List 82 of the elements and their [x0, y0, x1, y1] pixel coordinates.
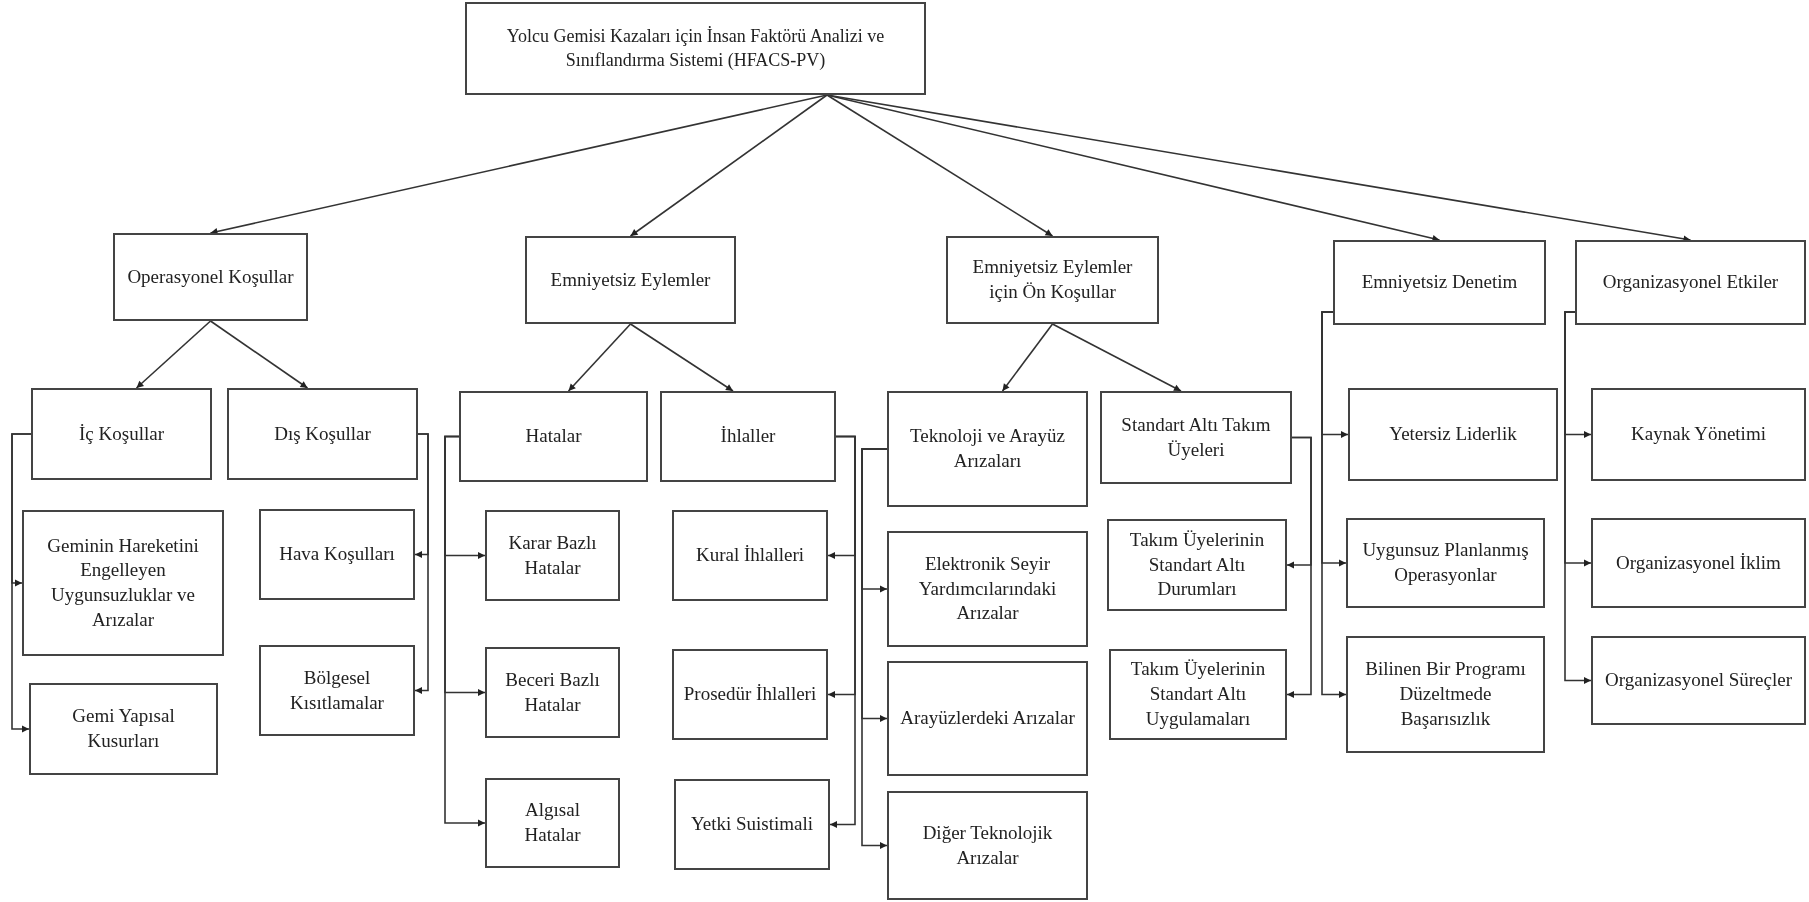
category-box — [1348, 388, 1558, 481]
box-label: Kaynak Yönetimi — [1631, 422, 1766, 447]
box-label: Karar Bazlı Hatalar — [507, 530, 598, 580]
box-label: Uygunsuz Planlanmış Operasyonlar — [1361, 538, 1530, 587]
category-box — [459, 391, 648, 482]
box-label: Organizasyonel Süreçler — [1605, 668, 1792, 693]
box-label: Algısal Hatalar — [523, 798, 582, 847]
category-box — [1591, 518, 1806, 608]
box-label: Hava Koşulları — [279, 542, 395, 567]
arrow — [861, 448, 888, 849]
category-box — [887, 791, 1088, 900]
box-label: İhlaller — [720, 424, 776, 449]
box-label: Yetki Suistimali — [690, 812, 814, 837]
category-box — [1346, 518, 1545, 608]
box-label: Elektronik Seyir Yardımcılarındaki Arızalar — [917, 551, 1058, 626]
box-label: Gemi Yapısal Kusurları — [71, 704, 176, 753]
category-box — [887, 531, 1088, 647]
box-label: Takım Üyelerinin Standart Altı Uygulamaları — [1129, 657, 1267, 731]
category-box — [227, 388, 418, 480]
category-box — [1591, 388, 1806, 481]
category-box — [485, 510, 620, 601]
box-label: Arayüzlerdeki Arızalar — [900, 706, 1075, 731]
box-label: Emniyetsiz Eylemler için Ön Koşullar — [971, 255, 1134, 304]
category-box — [525, 236, 736, 324]
box-label: Bilinen Bir Programı Düzeltmede Başarısızlık — [1364, 657, 1527, 731]
box-label: Teknoloji ve Arayüz Arızaları — [909, 424, 1066, 473]
arrow — [1001, 323, 1054, 392]
arrow — [11, 433, 32, 733]
category-box — [1107, 519, 1287, 611]
box-label: Operasyonel Koşullar — [127, 264, 294, 289]
category-box — [31, 388, 212, 480]
box-label: Beceri Bazlı Hatalar — [504, 667, 601, 717]
category-box — [1109, 649, 1287, 740]
category-box — [485, 778, 620, 868]
arrow — [1051, 323, 1182, 392]
box-label: Standart Altı Takım Üyeleri — [1120, 412, 1272, 462]
box-label: Emniyetsiz Denetim — [1361, 270, 1518, 295]
category-box — [1591, 636, 1806, 725]
category-box — [29, 683, 218, 775]
category-box — [887, 661, 1088, 776]
category-box — [660, 391, 836, 482]
category-box — [1100, 391, 1292, 484]
arrow — [135, 320, 212, 389]
box-label: Dış Koşullar — [274, 421, 371, 446]
box-label: Yetersiz Liderlik — [1389, 422, 1517, 447]
box-label: Diğer Teknolojik Arızalar — [921, 820, 1054, 870]
category-box — [946, 236, 1159, 324]
category-box — [1346, 636, 1545, 753]
box-label: Yolcu Gemisi Kazaları için İnsan Faktörü Analizi ve Sınıflandırma Sistemi (HFACS-PV) — [505, 25, 886, 72]
arrow — [1564, 311, 1592, 684]
box-label: Bölgesel Kısıtlamalar — [289, 665, 385, 715]
box-label: Prosedür İhlalleri — [683, 682, 817, 707]
title-box — [465, 2, 926, 95]
arrow — [567, 323, 632, 392]
arrow — [826, 94, 1054, 237]
box-label: Hatalar — [525, 424, 582, 449]
box-label: İç Koşullar — [79, 421, 164, 446]
box-label: Emniyetsiz Eylemler — [550, 267, 711, 292]
arrow — [444, 435, 486, 827]
category-box — [674, 779, 830, 870]
box-label: Kural İhlalleri — [695, 543, 805, 568]
arrow — [1321, 311, 1347, 698]
category-box — [113, 233, 308, 321]
category-box — [259, 509, 415, 600]
category-box — [887, 391, 1088, 507]
category-box — [1333, 240, 1546, 325]
box-label: Geminin Hareketini Engelleyen Uygunsuzluklar ve Arızalar — [46, 533, 200, 632]
category-box — [485, 647, 620, 738]
arrow — [209, 320, 309, 389]
box-label: Takım Üyelerinin Standart Altı Durumları — [1128, 527, 1266, 602]
category-box — [22, 510, 224, 656]
box-label: Organizasyonel Etkiler — [1602, 270, 1779, 295]
arrow — [829, 435, 856, 828]
arrow — [1286, 436, 1312, 698]
category-box — [672, 649, 828, 740]
arrow — [414, 433, 429, 694]
arrow — [629, 323, 734, 392]
category-box — [259, 645, 415, 736]
category-box — [1575, 240, 1806, 325]
arrow — [629, 94, 828, 237]
box-label: Organizasyonel İklim — [1616, 550, 1781, 575]
category-box — [672, 510, 828, 601]
